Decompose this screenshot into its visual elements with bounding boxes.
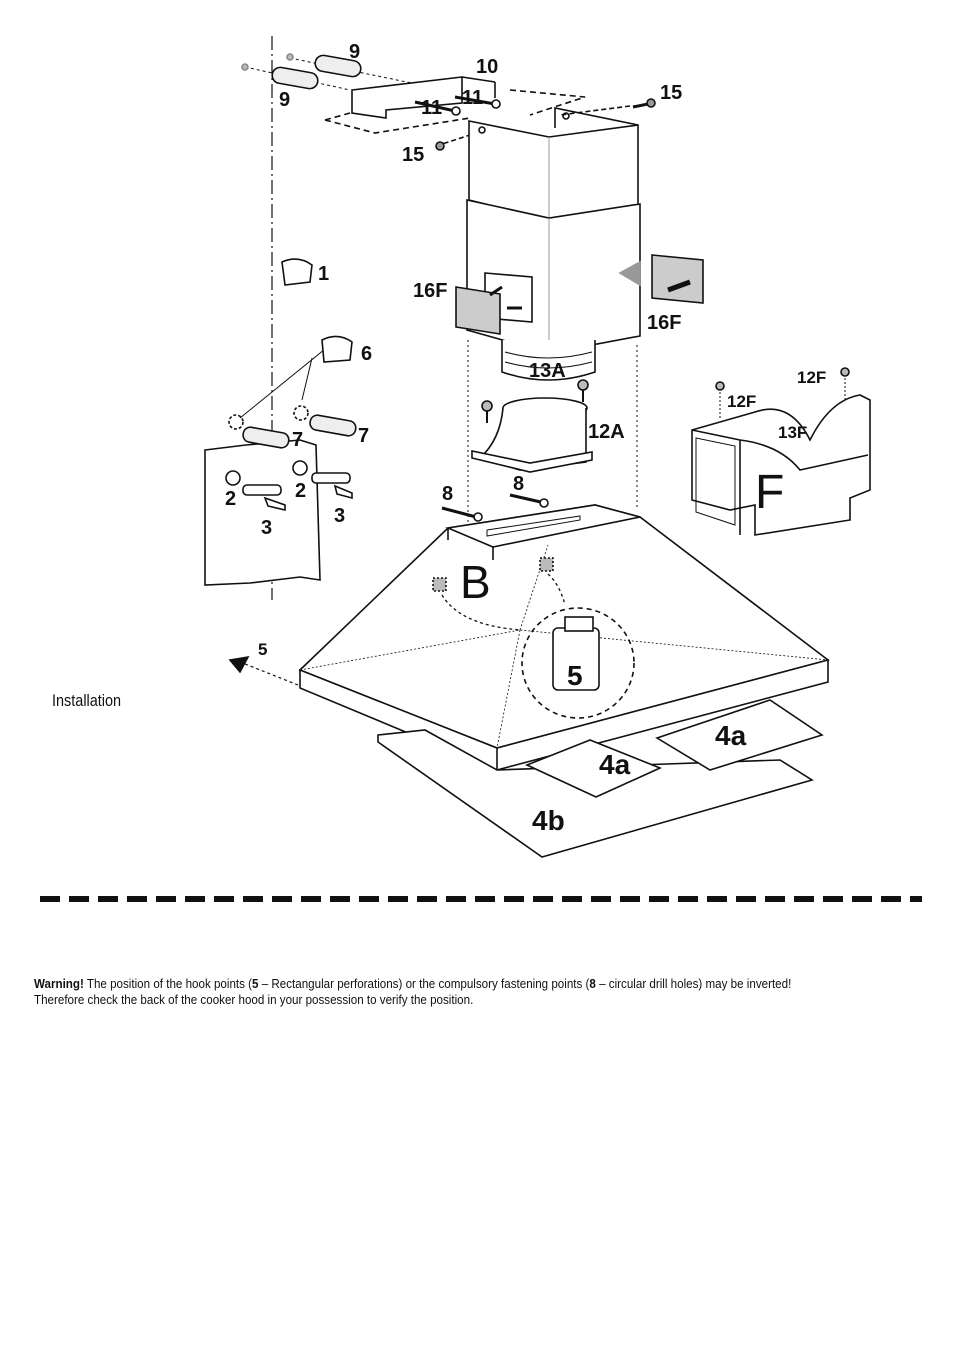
section-title: Installation xyxy=(52,691,122,710)
chimney-upper xyxy=(468,107,639,221)
label-11b: 11 xyxy=(462,87,483,109)
warning-label: Warning! xyxy=(34,976,84,991)
label-8b: 8 xyxy=(513,473,524,495)
label-5-hook: 5 xyxy=(567,660,583,691)
label-16f-right: 16F xyxy=(647,312,681,334)
label-9b: 9 xyxy=(279,89,290,111)
dashed-separator xyxy=(40,896,922,902)
warning-line-2: Therefore check the back of the cooker h… xyxy=(34,992,474,1007)
label-7b: 7 xyxy=(358,425,369,447)
wall-plugs-9 xyxy=(241,53,471,96)
label-3a: 3 xyxy=(261,517,272,539)
filter-4a-right xyxy=(655,699,824,771)
label-6: 6 xyxy=(361,343,372,365)
warning-note: Warning! The position of the hook points… xyxy=(34,976,826,1008)
label-8a: 8 xyxy=(442,483,453,505)
warning-text-2: – Rectangular perforations) or the compu… xyxy=(258,976,590,991)
label-7a: 7 xyxy=(292,429,303,451)
label-12f-left: 12F xyxy=(727,392,756,411)
label-10: 10 xyxy=(476,56,498,78)
label-4b: 4b xyxy=(532,805,565,836)
label-12f-right: 12F xyxy=(797,368,826,387)
label-2a: 2 xyxy=(225,488,236,510)
label-11a: 11 xyxy=(421,97,442,119)
label-F: F xyxy=(755,466,784,519)
warning-text-1: The position of the hook points ( xyxy=(83,976,253,991)
warning-text-3: – circular drill holes) may be inverted! xyxy=(595,976,792,991)
label-5-arrow: 5 xyxy=(258,640,267,659)
label-12a: 12A xyxy=(588,421,625,443)
motor-ring-13A xyxy=(501,340,596,381)
label-16f-left: 16F xyxy=(413,280,447,302)
warning-bold-8: 8 xyxy=(589,976,596,991)
label-9a: 9 xyxy=(349,41,360,63)
label-B: B xyxy=(460,556,491,608)
label-15a: 15 xyxy=(660,82,682,104)
label-15b: 15 xyxy=(402,144,424,166)
label-4a-left: 4a xyxy=(599,749,631,780)
warning-bold-5: 5 xyxy=(252,976,259,991)
screws-11 xyxy=(414,95,501,116)
label-13a: 13A xyxy=(529,360,566,382)
filter-4a-left xyxy=(524,739,663,798)
bracket-10 xyxy=(324,76,586,134)
label-13f: 13F xyxy=(778,423,807,442)
label-2b: 2 xyxy=(295,480,306,502)
chimney-lower xyxy=(455,199,704,354)
label-4a-right: 4a xyxy=(715,720,747,751)
label-3b: 3 xyxy=(334,505,345,527)
warning-line-1: Warning! The position of the hook points… xyxy=(34,976,826,992)
label-1: 1 xyxy=(318,263,329,285)
wall-section xyxy=(204,258,357,586)
adapter-12A xyxy=(471,379,593,473)
recirculation-box-F xyxy=(691,367,871,536)
installation-diagram: 9 9 10 11 11 15 15 1 6 7 7 2 2 3 3 16F 1… xyxy=(204,36,871,858)
screws-15 xyxy=(435,98,656,151)
